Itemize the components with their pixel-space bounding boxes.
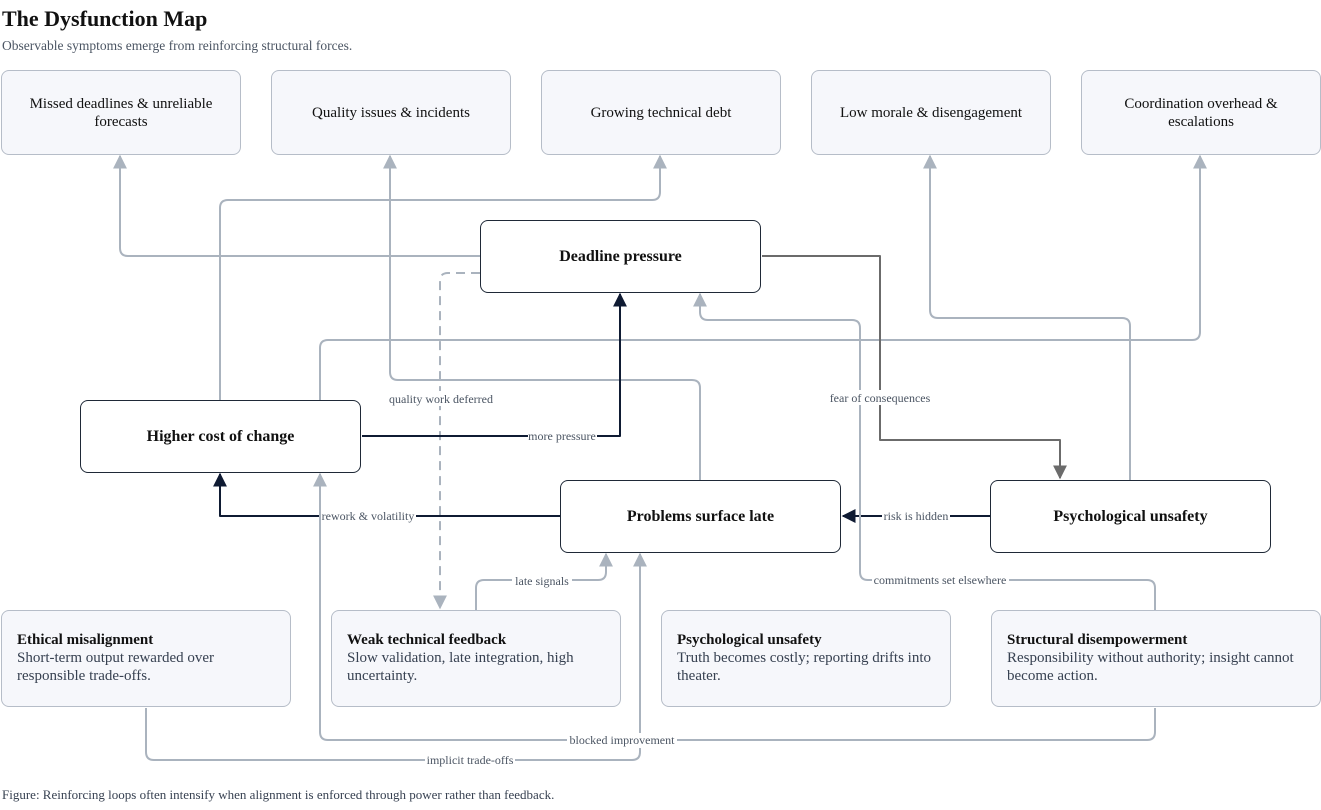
symptom-missed-deadlines: Missed deadlines & unreliable forecasts (1, 70, 241, 155)
edge-ethical-to-surfacelate (145, 552, 647, 761)
edge-deadline-to-unsafety (762, 255, 1067, 480)
force-deadline-pressure: Deadline pressure (480, 220, 761, 293)
root-description: Truth becomes costly; reporting drifts i… (677, 650, 932, 684)
root-description: Short-term output rewarded over responsi… (17, 650, 215, 684)
edge-costchange-to-deadline (362, 292, 627, 437)
edge-surfacelate-to-costchange (213, 472, 560, 517)
edge-label-fear-of-consequences: fear of consequences (830, 391, 931, 405)
edge-label-implicit-trade-offs: implicit trade-offs (427, 753, 514, 767)
root-description: Slow validation, late integration, high … (347, 650, 574, 684)
figure-caption: Figure: Reinforcing loops often intensif… (2, 787, 555, 802)
root-structural-disempowerment: Structural disempowerment Responsibility… (991, 610, 1321, 707)
root-psychological-unsafety: Psychological unsafety Truth becomes cos… (661, 610, 951, 707)
edge-deadline-to-missed-deadlines (113, 154, 480, 257)
symptom-quality-issues: Quality issues & incidents (271, 70, 511, 155)
edge-surfacelate-to-quality (383, 154, 701, 480)
root-title: Psychological unsafety (677, 632, 822, 648)
root-title: Weak technical feedback (347, 632, 507, 648)
edge-label-late-signals: late signals (515, 574, 569, 588)
force-higher-cost-of-change: Higher cost of change (80, 400, 361, 473)
root-description: Responsibility without authority; insigh… (1007, 650, 1294, 684)
edge-disempowerment-to-deadline (693, 292, 1156, 610)
edge-label-commitments-set-elsewhere: commitments set elsewhere (874, 573, 1007, 587)
symptom-coordination-overhead: Coordination overhead & escalations (1081, 70, 1321, 155)
root-title: Structural disempowerment (1007, 632, 1188, 648)
diagram-title: The Dysfunction Map (2, 6, 208, 31)
symptom-low-morale: Low morale & disengagement (811, 70, 1051, 155)
edge-costchange-to-coordination (319, 154, 1207, 400)
force-psychological-unsafety: Psychological unsafety (990, 480, 1271, 553)
edge-label-rework-volatility: rework & volatility (322, 509, 415, 523)
force-problems-surface-late: Problems surface late (560, 480, 841, 553)
symptom-technical-debt: Growing technical debt (541, 70, 781, 155)
edge-deadline-to-weak-feedback (433, 272, 480, 610)
edge-label-quality-work-deferred: quality work deferred (389, 392, 493, 406)
edge-disempowerment-to-costchange (313, 472, 1156, 741)
edge-label-risk-is-hidden: risk is hidden (884, 509, 949, 523)
edge-costchange-to-techdebt (219, 154, 667, 400)
edge-label-blocked-improvement: blocked improvement (570, 733, 676, 747)
root-title: Ethical misalignment (17, 632, 154, 648)
root-ethical-misalignment: Ethical misalignment Short-term output r… (1, 610, 291, 707)
edge-label-more-pressure: more pressure (528, 429, 596, 443)
edge-unsafety-to-morale (923, 154, 1131, 480)
diagram-subtitle: Observable symptoms emerge from reinforc… (2, 38, 353, 53)
root-weak-technical-feedback: Weak technical feedback Slow validation,… (331, 610, 621, 707)
